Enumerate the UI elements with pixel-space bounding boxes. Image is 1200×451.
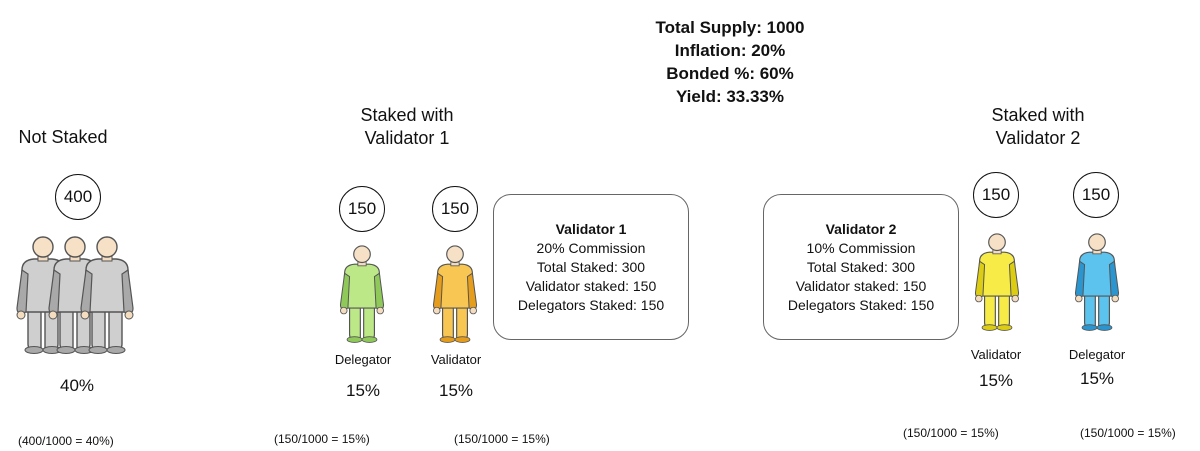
validator-person-icon [974, 233, 1020, 332]
validator1-validator-staked: Validator staked: 150 [525, 277, 657, 294]
not-staked-amount: 400 [63, 187, 93, 206]
network-summary: Total Supply: 1000 Inflation: 20% Bonded… [600, 16, 860, 108]
group1-validator-role: Validator [430, 352, 482, 367]
not-staked-title: Not Staked [18, 127, 108, 147]
inflation-text: Inflation: 20% [674, 41, 786, 60]
total-supply-text: Total Supply: 1000 [655, 18, 805, 37]
validator2-info-box: Validator 2 10% Commission Total Staked:… [763, 194, 959, 340]
group1-title-line2: Validator 1 [364, 128, 450, 148]
group2-validator-percent: 15% [978, 371, 1014, 390]
delegator-person-icon [339, 245, 385, 344]
group2-validator-amount-circle: 150 [973, 172, 1019, 218]
validator1-info-box: Validator 1 20% Commission Total Staked:… [493, 194, 689, 340]
validator2-commission: 10% Commission [806, 239, 916, 256]
group2-title-line2: Validator 2 [995, 128, 1081, 148]
group2-validator-role: Validator [970, 347, 1022, 362]
group2-delegator-role: Delegator [1068, 347, 1126, 362]
validator1-name: Validator 1 [555, 220, 627, 237]
validator2-name: Validator 2 [825, 220, 897, 237]
group1-title-line1: Staked with [360, 105, 454, 125]
group1-validator-amount: 150 [440, 199, 470, 218]
validator1-total-staked: Total Staked: 300 [536, 258, 646, 275]
not-staked-person-icon [80, 236, 134, 355]
group1-title: Staked with Validator 1 [337, 104, 477, 150]
group2-title: Staked with Validator 2 [968, 104, 1108, 150]
validator1-commission: 20% Commission [536, 239, 646, 256]
validator2-delegators-staked: Delegators Staked: 150 [787, 296, 935, 313]
not-staked-percent: 40% [59, 376, 95, 395]
group2-delegator-amount-circle: 150 [1073, 172, 1119, 218]
yield-text: Yield: 33.33% [675, 87, 785, 106]
validator1-delegators-staked: Delegators Staked: 150 [517, 296, 665, 313]
group1-delegator-amount: 150 [347, 199, 377, 218]
group2-validator-calc: (150/1000 = 15%) [903, 426, 999, 440]
group1-delegator-amount-circle: 150 [339, 186, 385, 232]
group2-delegator-percent: 15% [1079, 369, 1115, 388]
bonded-percent-text: Bonded %: 60% [666, 64, 794, 83]
group1-delegator-role: Delegator [334, 352, 392, 367]
group2-delegator-calc: (150/1000 = 15%) [1080, 426, 1176, 440]
group1-validator-calc: (150/1000 = 15%) [454, 432, 550, 446]
validator2-total-staked: Total Staked: 300 [806, 258, 916, 275]
group2-delegator-amount: 150 [1081, 185, 1111, 204]
not-staked-calc: (400/1000 = 40%) [18, 434, 114, 448]
not-staked-amount-circle: 400 [55, 174, 101, 220]
group1-delegator-percent: 15% [345, 381, 381, 400]
group2-validator-amount: 150 [981, 185, 1011, 204]
group2-title-line1: Staked with [991, 105, 1085, 125]
group1-delegator-calc: (150/1000 = 15%) [274, 432, 370, 446]
delegator-person-icon [1074, 233, 1120, 332]
group1-validator-amount-circle: 150 [432, 186, 478, 232]
validator-person-icon [432, 245, 478, 344]
group1-validator-percent: 15% [438, 381, 474, 400]
validator2-validator-staked: Validator staked: 150 [795, 277, 927, 294]
